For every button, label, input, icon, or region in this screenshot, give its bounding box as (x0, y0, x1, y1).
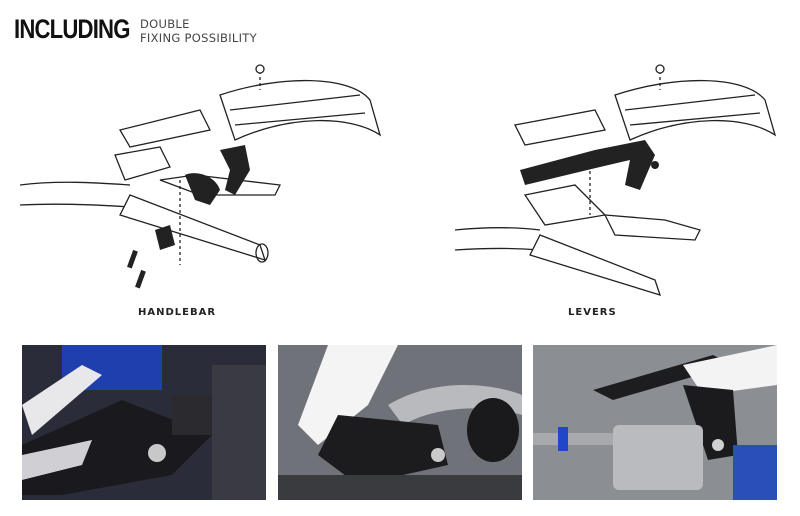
subtitle-line-1: DOUBLE (140, 17, 190, 31)
lever-mount-side-photo (278, 345, 522, 500)
levers-label: LEVERS (568, 307, 617, 318)
lever-mount-master-cylinder-photo (533, 345, 777, 500)
subtitle-line-2: FIXING POSSIBILITY (140, 31, 257, 45)
subtitle: DOUBLE FIXING POSSIBILITY (140, 17, 257, 45)
handlebar-label: HANDLEBAR (138, 307, 217, 318)
page-title: INCLUDING (14, 14, 130, 44)
levers-mount-diagram (455, 64, 777, 296)
handlebar-mount-diagram (20, 64, 382, 289)
handlebar-mount-photo (22, 345, 266, 500)
